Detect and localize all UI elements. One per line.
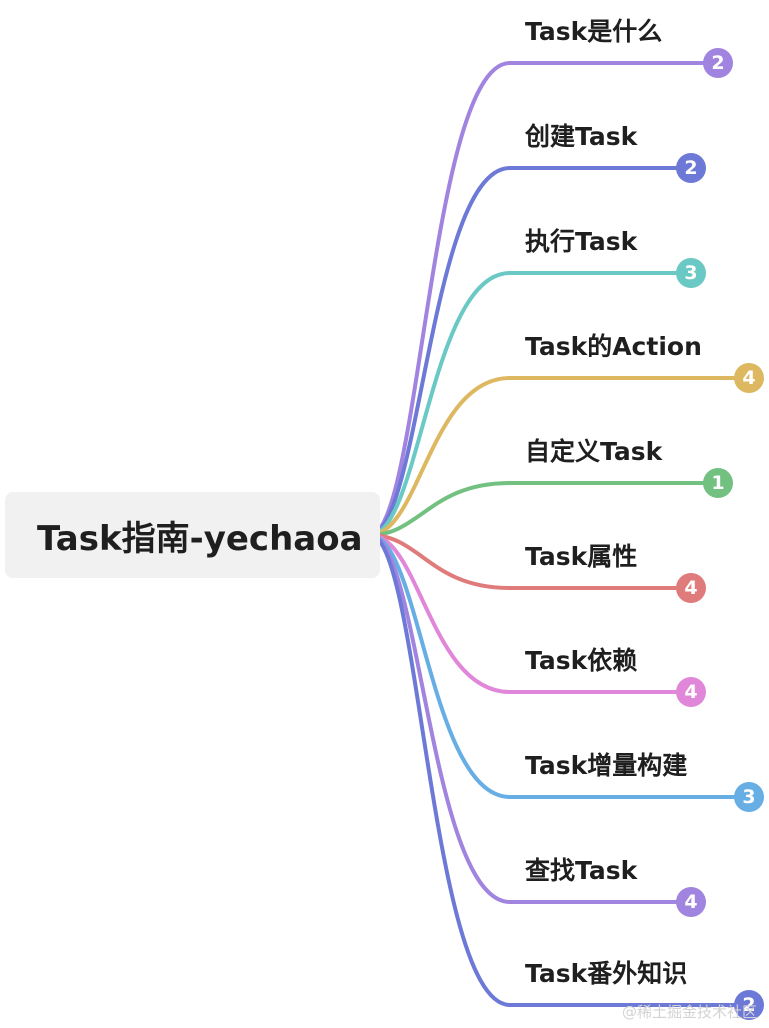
watermark: @稀土掘金技术社区: [621, 1003, 757, 1021]
branch-node-label[interactable]: Task是什么: [525, 17, 663, 46]
branch-node-label[interactable]: Task属性: [525, 542, 638, 571]
child-count-badge[interactable]: 4: [676, 573, 706, 603]
root-node-title: Task指南-yechaoa: [37, 518, 363, 559]
branch-connector: [368, 166, 678, 537]
branch-connector: [368, 533, 678, 694]
branch-connector: [368, 481, 705, 537]
branch-node-label[interactable]: Task增量构建: [525, 751, 688, 780]
branch-connector: [368, 533, 736, 799]
branch-connector: [368, 533, 736, 1007]
branch-node-label[interactable]: Task依赖: [525, 646, 638, 675]
child-count-badge[interactable]: 4: [676, 677, 706, 707]
branch-node-label[interactable]: 自定义Task: [525, 437, 663, 466]
branch-connector: [368, 61, 705, 537]
root-node[interactable]: Task指南-yechaoa: [5, 492, 380, 578]
child-count-badge[interactable]: 4: [676, 887, 706, 917]
child-count-badge[interactable]: 3: [676, 258, 706, 288]
branch-connector: [368, 533, 678, 590]
branch-connector: [368, 271, 678, 537]
branch-node-label[interactable]: Task的Action: [525, 332, 702, 361]
branch-node-label[interactable]: 执行Task: [525, 227, 638, 256]
child-count-badge[interactable]: 1: [703, 468, 733, 498]
child-count-badge[interactable]: 2: [734, 990, 764, 1020]
child-count-badge[interactable]: 3: [734, 782, 764, 812]
branch-node-label[interactable]: 查找Task: [525, 856, 638, 885]
child-count-badge[interactable]: 2: [703, 48, 733, 78]
branch-connector: [368, 376, 736, 537]
branch-node-label[interactable]: 创建Task: [525, 122, 638, 151]
child-count-badge[interactable]: 2: [676, 153, 706, 183]
child-count-badge[interactable]: 4: [734, 363, 764, 393]
branch-node-label[interactable]: Task番外知识: [525, 959, 688, 988]
